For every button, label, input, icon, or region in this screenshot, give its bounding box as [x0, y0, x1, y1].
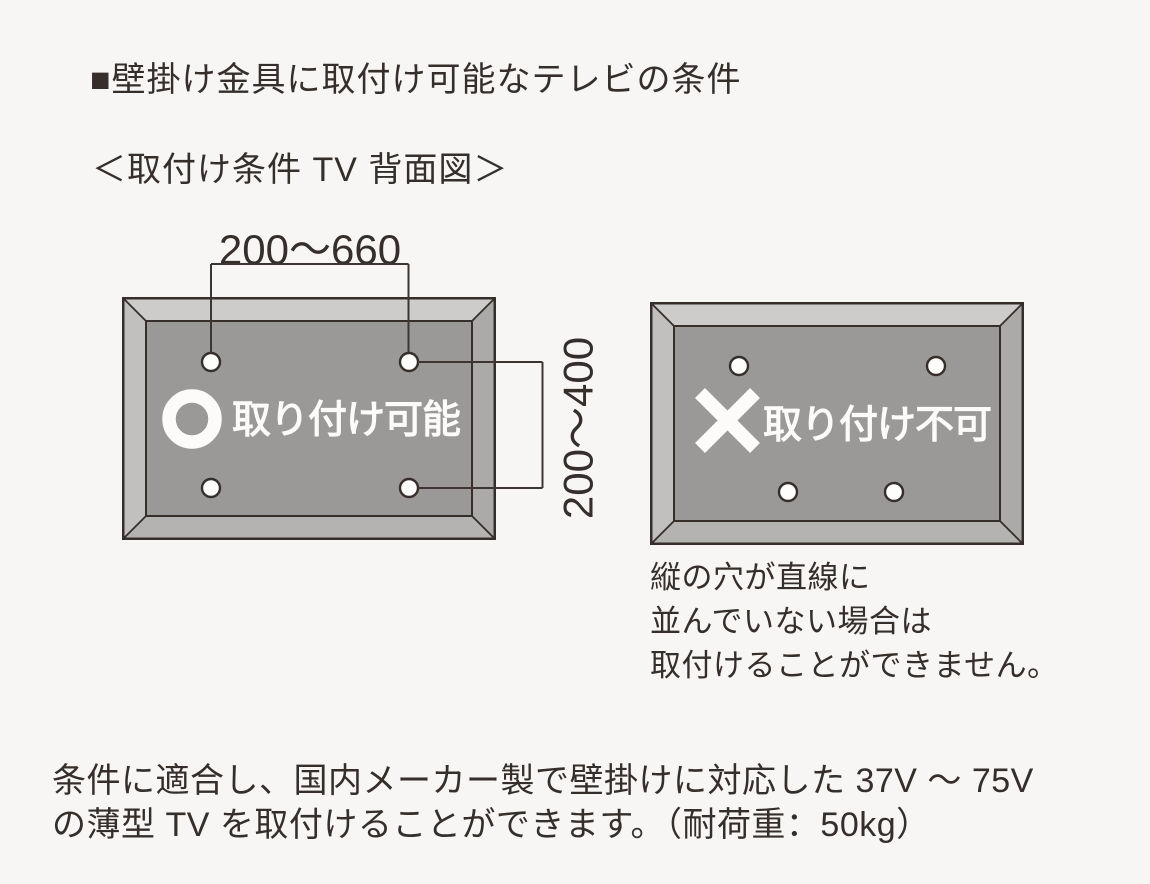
tv-rear-diagram: 200〜660 200〜400 取り付け可能 [0, 210, 1150, 730]
bevel-top [650, 302, 1024, 326]
miter-line [650, 519, 676, 545]
bevel-bottom [122, 516, 496, 540]
tv-ok-diagram: 取り付け可能 [122, 297, 496, 540]
mount-hole [728, 355, 750, 377]
miter-line [122, 297, 148, 323]
mount-hole [200, 351, 222, 373]
summary-line-2: の薄型 TV を取付けることができます。（耐荷重：50kg） [52, 806, 931, 844]
note-line-3: 取付けることができません。 [650, 648, 1059, 683]
mount-holes-misaligned [728, 355, 947, 503]
bevel-top [122, 297, 496, 321]
note-line-2: 並んでいない場合は [650, 604, 932, 639]
bevel-left [122, 297, 146, 540]
mount-hole [398, 351, 420, 373]
miter-line [122, 514, 148, 540]
bevel-right [472, 297, 496, 540]
tv-ng-label: 取り付け不可 [763, 404, 991, 447]
mount-hole [398, 477, 420, 499]
mount-hole [777, 481, 799, 503]
tv-outer-outline [650, 302, 1024, 545]
bevel-right [1000, 302, 1024, 545]
note-line-1: 縦の穴が直線に [650, 560, 871, 595]
ok-circle-icon [162, 389, 222, 449]
bevel-left [650, 302, 674, 545]
miter-line [998, 302, 1024, 328]
compatibility-summary: 条件に適合し、国内メーカー製で壁掛けに対応した 37V 〜 75V の薄型 TV… [52, 759, 1034, 847]
section-title: ＜取付け条件 TV 背面図＞ [92, 151, 509, 189]
bevel-bottom [650, 521, 1024, 545]
mount-hole [925, 355, 947, 377]
summary-line-1: 条件に適合し、国内メーカー製で壁掛けに対応した 37V 〜 75V [52, 762, 1034, 800]
horizontal-dimension-label: 200〜660 [218, 226, 402, 273]
vertical-dimension-label: 200〜400 [554, 336, 602, 520]
mount-hole [883, 481, 905, 503]
mount-hole [200, 477, 222, 499]
ng-cross-icon [695, 388, 760, 453]
tv-ok-label: 取り付け可能 [232, 399, 461, 442]
miter-line [470, 514, 496, 540]
page-title: ■壁掛け金具に取付け可能なテレビの条件 [90, 61, 742, 99]
tv-ng-diagram: 取り付け不可 [650, 302, 1024, 545]
miter-line [650, 302, 676, 328]
miter-line [998, 519, 1024, 545]
misaligned-holes-note: 縦の穴が直線に 並んでいない場合は 取付けることができません。 [650, 556, 1059, 688]
miter-line [470, 297, 496, 323]
mount-holes-aligned [200, 351, 420, 499]
